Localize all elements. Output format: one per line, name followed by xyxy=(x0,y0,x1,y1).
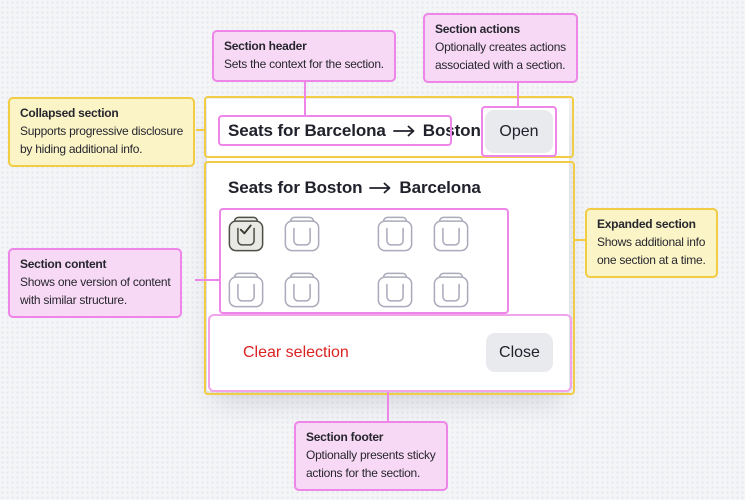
route-arrow-icon xyxy=(392,125,415,137)
annotation-title: Section header xyxy=(224,39,307,53)
seat[interactable] xyxy=(283,215,321,253)
annotation-body: Shows one version of content with simila… xyxy=(20,275,171,307)
annotation-body: Optionally presents sticky actions for t… xyxy=(306,448,436,480)
expanded-header-destination: Barcelona xyxy=(399,178,481,197)
seat[interactable] xyxy=(376,271,414,309)
section-footer-connector xyxy=(387,392,389,422)
seat-row xyxy=(227,271,501,309)
annotation-title: Section content xyxy=(20,257,107,271)
collapsed-header-origin: Seats for Barcelona xyxy=(228,121,386,140)
seat-selected[interactable] xyxy=(227,215,265,253)
annotation-body: Supports progressive disclosure by hidin… xyxy=(20,124,183,156)
route-arrow-icon xyxy=(369,182,391,194)
collapsed-route-arrow xyxy=(392,125,416,137)
collapsed-section-connector xyxy=(196,129,205,131)
annotation-body: Optionally creates actions associated wi… xyxy=(435,40,566,72)
expanded-section-header: Seats for Boston Barcelona xyxy=(228,173,481,203)
annotation-body: Sets the context for the section. xyxy=(224,57,384,71)
seat-grid xyxy=(219,208,509,314)
close-button[interactable]: Close xyxy=(486,333,553,372)
seat[interactable] xyxy=(283,271,321,309)
annotation-title: Expanded section xyxy=(597,217,696,231)
seat-selection-card: Seats for Barcelona Boston Open Seats fo… xyxy=(207,99,569,391)
annotation-section-header: Section header Sets the context for the … xyxy=(212,30,396,82)
annotation-body: Shows additional info one section at a t… xyxy=(597,235,706,267)
expanded-header-origin: Seats for Boston xyxy=(228,178,363,197)
annotation-section-content: Section content Shows one version of con… xyxy=(8,248,183,318)
annotation-section-actions: Section actions Optionally creates actio… xyxy=(423,13,578,83)
annotation-collapsed-section: Collapsed section Supports progressive d… xyxy=(8,97,195,167)
clear-selection-button[interactable]: Clear selection xyxy=(243,344,349,361)
open-button[interactable]: Open xyxy=(485,110,553,153)
seat[interactable] xyxy=(376,215,414,253)
seat-row xyxy=(227,215,501,253)
annotation-title: Collapsed section xyxy=(20,106,119,120)
annotation-section-footer: Section footer Optionally presents stick… xyxy=(294,421,448,491)
collapsed-section-header: Seats for Barcelona Boston xyxy=(228,116,481,146)
seat[interactable] xyxy=(227,271,265,309)
seat[interactable] xyxy=(432,215,470,253)
annotation-expanded-section: Expanded section Shows additional info o… xyxy=(585,208,718,278)
annotation-title: Section footer xyxy=(306,430,384,444)
collapsed-header-destination: Boston xyxy=(422,121,481,140)
expanded-route-arrow xyxy=(369,182,392,194)
seat[interactable] xyxy=(432,271,470,309)
annotation-title: Section actions xyxy=(435,22,520,36)
